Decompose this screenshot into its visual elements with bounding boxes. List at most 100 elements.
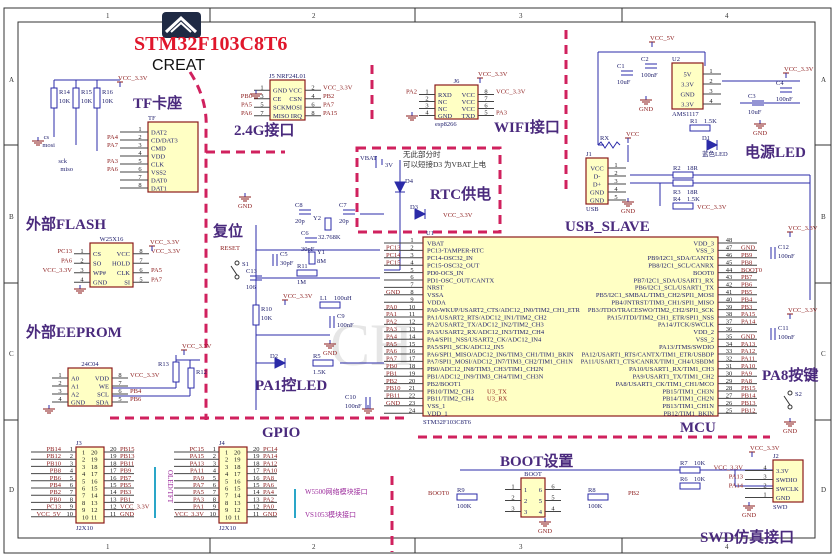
part-ref: VBAT [360,155,377,162]
mcu-pin-number: 41 [726,289,733,296]
mcu-pin-number: 33 [726,348,733,355]
mcu-net-label: PA13 [741,341,755,348]
chip-pin-name: 6 [539,487,543,494]
chip-pin-name: WP# [93,270,107,277]
chip-pin-number: 1 [511,484,514,491]
power-label: VCC_3.3V [788,225,818,232]
chip-pin-name: CSN [289,96,302,103]
part-value: 10K [59,98,71,105]
mcu-net-label: PA7 [386,356,398,363]
header-pin-number: 16 [234,478,241,485]
mcu-pin-function: VDDA [427,300,446,307]
power-label: VCC_3.3V [182,343,212,350]
mcu-pin-number: 5 [410,267,413,274]
mcu-pin-function: PA9/USART1_TX/TIM1_CH2 [633,374,714,381]
header-pin-number: 14 [234,493,241,500]
header-pin-number: 4 [213,468,217,475]
chip-pin-name: SWCLK [776,486,799,493]
chip-pin-number: 7 [118,380,122,387]
header-pin-number: 1 [70,446,73,453]
chip-pin-name: 3.3V [681,81,694,88]
ground-icon [250,90,262,99]
mcu-pin-number: 10 [409,304,416,311]
mcu-pin-function: PA13/JTMS/SWDIO [659,344,714,351]
mcu-pin-number: 13 [409,326,416,333]
chip-pin-number: 8 [484,89,487,96]
chip-pin-number: 8 [118,372,121,379]
row-label-c: C [9,350,14,358]
chip-pin-number: 2 [58,380,61,387]
chip-pin-number: 7 [138,174,142,181]
part-value: 10K [261,315,273,322]
gnd-label: GND [639,106,653,113]
chip-pin-name: DAT1 [151,185,167,192]
chip-pin-name: A2 [71,391,79,398]
part-ref: R5 [313,353,321,360]
chip-pin-name: VDD [151,153,165,160]
part-value: 100nF [337,322,354,329]
chip-pin-name: SCK [273,105,286,112]
net-label: PA14 [729,483,744,490]
chip-pin-number: 3 [763,474,766,481]
chip-pin-name: GND [590,197,604,204]
ground-icon [784,418,796,427]
chip-pin-name: 5V [684,71,692,78]
mcu-pin-function: PB0/ADC12_IN8/TIM3_CH3/TIM1_CH2N [427,366,544,373]
mcu-net-label: PC13 [386,245,400,252]
header-net-label: PB2 [50,489,61,496]
chip-pin-number: 4 [311,93,315,100]
grid-labels: 1 2 3 4 1 2 3 4 A B C D A B C D [4,8,831,553]
mcu-net-label: BOOT0 [741,267,762,274]
header-pin-number: 20 [253,446,260,453]
mcu-net-label: PA10 [741,363,755,370]
chip-pin-name: SI [124,280,130,287]
header-pin-number: 5 [213,475,216,482]
part-value: 106 [246,284,257,291]
chip-pin-number: 2 [425,96,428,103]
chip-pin-number: 1 [425,89,428,96]
chip-pin-name: CLK [117,270,130,277]
rtc-note-line-1: 无此部分时 [403,149,441,159]
chip-pin-name: DAT2 [151,129,167,136]
part-value: 100uH [334,295,352,302]
chip-pin-name: A1 [71,383,79,390]
mcu-net-label: PB13 [741,400,755,407]
chip-pin-name: 3 [524,509,527,516]
chip-body [269,79,306,121]
chip-pin-name: VCC [289,88,302,95]
mcu-pin-function: PA2/USART2_TX/ADC12_IN2/TIM2_CH3 [427,322,544,329]
header-pin-number: 10 [82,514,89,521]
part-ref: C7 [339,202,347,209]
mcu-pin-function: PB12/TIM1_BKIN [663,411,714,418]
chip-pin-name: CS [93,251,101,258]
chip-subtitle: USB [586,206,599,213]
chip-body [585,157,609,205]
logo-text: CREAT [152,57,205,74]
header-pin-number: 8 [82,500,85,507]
mcu-net-label: PA0 [386,304,397,311]
col-label-3: 3 [519,12,523,20]
mcu-pin-number: 38 [726,311,733,318]
part-value: 100K [457,503,472,510]
chip-pin-number: 4 [138,150,142,157]
chip-pin-number: 3 [511,506,514,513]
mcu-pin-function: PA4/SPI1_NSS/USART2_CK/ADC12_IN4 [427,337,542,344]
mcu-pin-number: 3 [410,252,413,259]
chip-pin-number: 2 [311,84,314,91]
mcu-net-label: PA5 [386,341,397,348]
part-value: 1.5K [313,369,326,376]
mcu-pin-number: 46 [726,252,733,259]
col-label-1-bottom: 1 [106,543,110,551]
chip-pin-name: NC [438,106,447,113]
header-net-label: PA3 [193,496,204,503]
header-pin-number: 6 [225,486,229,493]
part-r12: R12 [187,367,207,389]
mcu-pin-function: PA0-WKUP/USART2_CTS/ADC12_IN0/TIM2_CH1_E… [427,307,581,314]
chip-pin-name: CLK [151,161,164,168]
header-net-label: PA5 [193,489,204,496]
mcu-pin-number: 21 [409,385,416,392]
header-pin-number: 11 [234,514,240,521]
